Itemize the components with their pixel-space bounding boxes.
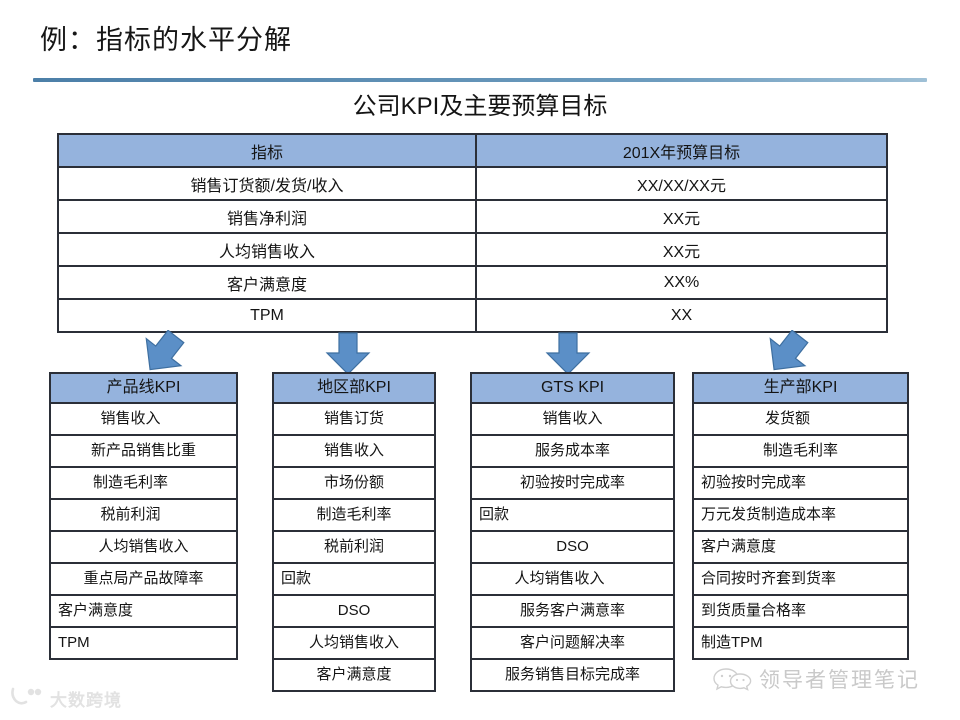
- column-header-metric: 指标: [57, 133, 477, 168]
- cell-metric: 客户满意度: [57, 265, 477, 300]
- watermark-left-label: 大数跨境: [50, 691, 122, 710]
- cell-target: XX/XX/XX元: [475, 166, 888, 201]
- list-item: 合同按时齐套到货率: [694, 564, 907, 596]
- company-kpi-table: 指标 201X年预算目标 销售订货额/发货/收入 XX/XX/XX元 销售净利润…: [57, 133, 888, 333]
- cell-target: XX: [475, 298, 888, 333]
- list-item: 税前利润: [51, 500, 236, 532]
- kpi-box-title: 地区部KPI: [274, 374, 434, 404]
- watermark-left: 大数跨境: [10, 686, 122, 711]
- kpi-box-manufacturing: 生产部KPI 发货额 制造毛利率 初验按时完成率 万元发货制造成本率 客户满意度…: [692, 372, 909, 660]
- list-item: 初验按时完成率: [472, 468, 673, 500]
- list-item: DSO: [274, 596, 434, 628]
- list-item: 重点局产品故障率: [51, 564, 236, 596]
- cell-target: XX元: [475, 232, 888, 267]
- list-item: 客户满意度: [694, 532, 907, 564]
- table-row: 销售订货额/发货/收入 XX/XX/XX元: [57, 166, 888, 201]
- kpi-box-title: GTS KPI: [472, 374, 673, 404]
- watermark-right-label: 领导者管理笔记: [759, 669, 920, 692]
- list-item: 人均销售收入: [274, 628, 434, 660]
- list-item: 客户问题解决率: [472, 628, 673, 660]
- cell-metric: 销售订货额/发货/收入: [57, 166, 477, 201]
- list-item: 客户满意度: [51, 596, 236, 628]
- table-heading: 公司KPI及主要预算目标: [352, 93, 608, 120]
- kpi-box-title: 生产部KPI: [694, 374, 907, 404]
- list-item: 制造毛利率: [51, 468, 236, 500]
- down-arrow-icon-1: [128, 330, 198, 376]
- column-header-target: 201X年预算目标: [475, 133, 888, 168]
- kpi-box-gts: GTS KPI 销售收入 服务成本率 初验按时完成率 回款 DSO 人均销售收入…: [470, 372, 675, 692]
- down-arrow-icon-4: [752, 330, 822, 376]
- watermark-right: 领导者管理笔记: [713, 664, 920, 694]
- list-item: 服务销售目标完成率: [504, 666, 640, 683]
- kpi-box-regional: 地区部KPI 销售订货 销售收入 市场份额 制造毛利率 税前利润 回款 DSO …: [272, 372, 436, 692]
- list-item: DSO: [472, 532, 673, 564]
- list-item: TPM: [58, 634, 90, 651]
- list-item: 新产品销售比重: [51, 436, 236, 468]
- list-item: 人均销售收入: [472, 564, 673, 596]
- kpi-box-title: 产品线KPI: [51, 374, 236, 404]
- list-item: 人均销售收入: [51, 532, 236, 564]
- cell-metric: 销售净利润: [57, 199, 477, 234]
- list-item: 回款: [274, 564, 434, 596]
- cell-target: XX元: [475, 199, 888, 234]
- list-item: 制造毛利率: [694, 436, 907, 468]
- dashujing-logo-icon: [10, 686, 44, 711]
- list-item: 服务成本率: [472, 436, 673, 468]
- list-item: 初验按时完成率: [694, 468, 907, 500]
- page-title: 例：指标的水平分解: [40, 25, 292, 55]
- cell-metric: 人均销售收入: [57, 232, 477, 267]
- list-item: 万元发货制造成本率: [694, 500, 907, 532]
- list-item: 客户满意度: [316, 666, 392, 683]
- wechat-icon: [713, 666, 753, 692]
- list-item: 制造毛利率: [274, 500, 434, 532]
- list-item: 发货额: [694, 404, 907, 436]
- table-header-row: 指标 201X年预算目标: [57, 133, 888, 168]
- title-divider: [33, 78, 927, 82]
- cell-metric: TPM: [57, 298, 477, 333]
- list-item: 服务客户满意率: [472, 596, 673, 628]
- list-item: 销售收入: [51, 404, 236, 436]
- list-item: 制造TPM: [701, 634, 763, 651]
- list-item: 销售订货: [274, 404, 434, 436]
- list-item: 销售收入: [274, 436, 434, 468]
- list-item: 税前利润: [274, 532, 434, 564]
- kpi-box-product-line: 产品线KPI 销售收入 新产品销售比重 制造毛利率 税前利润 人均销售收入 重点…: [49, 372, 238, 660]
- table-row: 人均销售收入 XX元: [57, 232, 888, 267]
- cell-target: XX%: [475, 265, 888, 300]
- down-arrow-icon-2: [320, 332, 376, 376]
- list-item: 市场份额: [274, 468, 434, 500]
- list-item: 回款: [472, 500, 673, 532]
- list-item: 销售收入: [472, 404, 673, 436]
- table-row: TPM XX: [57, 298, 888, 333]
- table-row: 客户满意度 XX%: [57, 265, 888, 300]
- down-arrow-icon-3: [540, 332, 596, 376]
- list-item: 到货质量合格率: [694, 596, 907, 628]
- table-row: 销售净利润 XX元: [57, 199, 888, 234]
